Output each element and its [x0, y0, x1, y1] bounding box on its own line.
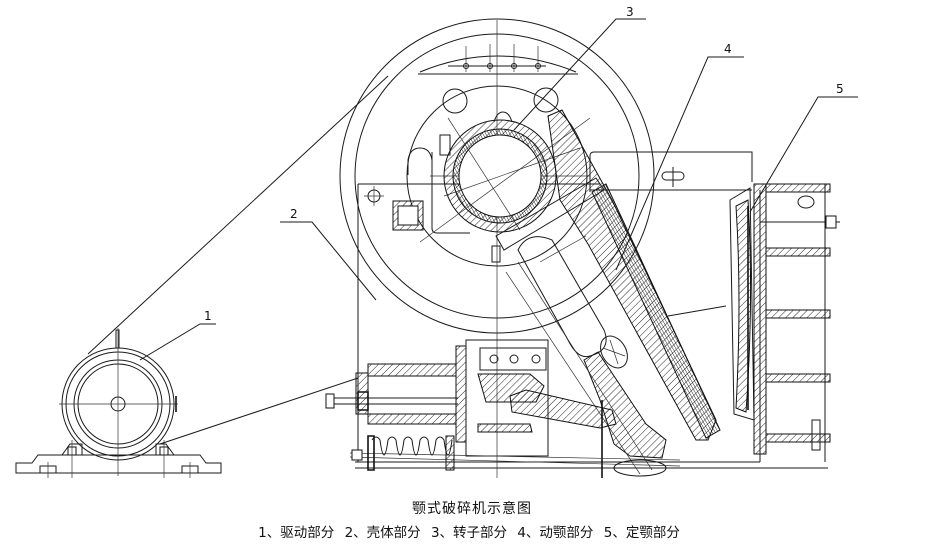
toggle-block-plate	[456, 346, 466, 442]
leader-line-3	[514, 19, 646, 130]
tension-spring	[352, 436, 454, 470]
leader-line-2	[280, 222, 376, 300]
stiffener-rib	[766, 184, 830, 192]
shim-bolt	[532, 355, 540, 363]
wedge-bolt-nut	[826, 216, 836, 228]
eccentric-hole-right	[534, 88, 558, 112]
top-lug	[494, 112, 512, 122]
jaw-guide-line	[518, 262, 652, 470]
adjust-rod-head	[326, 394, 334, 408]
callout-2: 2	[280, 207, 376, 300]
stiffener-rib	[766, 434, 830, 442]
flywheel	[340, 19, 654, 478]
callout-number-1: 1	[204, 309, 212, 323]
adjust-bolt	[440, 135, 450, 155]
motor-eyebolt	[116, 330, 119, 348]
eccentric-hole-left	[443, 89, 467, 113]
toggle-seat-upper	[368, 364, 456, 376]
bearing-cap-left	[408, 148, 432, 175]
flywheel-counterweight-arc	[420, 56, 576, 72]
figure-legend: 1、驱动部分 2、壳体部分 3、转子部分 4、动颚部分 5、定颚部分	[0, 521, 944, 541]
legend-item-drive: 1、驱动部分	[258, 525, 335, 541]
callout-4: 4	[616, 42, 744, 270]
bolt-head	[464, 64, 469, 69]
rotor-assembly	[420, 112, 590, 242]
callout-number-3: 3	[626, 5, 634, 19]
toggle-plate	[510, 390, 616, 428]
belt-upper	[88, 76, 388, 354]
callout-5: 5	[750, 82, 858, 212]
callout-number-5: 5	[836, 82, 844, 96]
tension-rod-line	[350, 457, 680, 466]
legend-item-housing: 2、壳体部分	[344, 525, 421, 541]
jaw-guide-line	[506, 272, 640, 474]
toggle-seat-block-lower	[478, 424, 532, 432]
jaw-tie-bar	[496, 178, 604, 250]
toggle-mechanism	[326, 340, 680, 478]
slot-axis	[540, 236, 586, 262]
jaw-lightening-slot	[518, 237, 606, 357]
side-liner-bolt	[668, 306, 726, 316]
stiffener-rib	[766, 310, 830, 318]
square-tube-inner	[398, 206, 418, 225]
fixed-jaw-back-wall	[754, 184, 766, 454]
figure-title: 颚式破碎机示意图	[412, 501, 532, 517]
shim-bolt	[490, 355, 498, 363]
stiffener-ribs	[766, 184, 830, 442]
stiffener-rib	[766, 248, 830, 256]
toggle-seat-hole	[595, 331, 633, 372]
motor-foot-left	[62, 444, 82, 455]
stiffener-rib	[766, 374, 830, 382]
toggle-seat-lower	[368, 414, 456, 424]
spring-seat-left	[368, 436, 374, 470]
frame-top-cover	[590, 152, 752, 192]
toggle-bottom-link	[614, 460, 666, 476]
adjust-nut	[358, 392, 368, 410]
toggle-block	[584, 352, 666, 458]
swing-jaw-assembly	[492, 110, 720, 474]
leader-line-5	[750, 97, 858, 212]
motor-assembly	[16, 328, 221, 478]
fixed-jaw-assembly	[668, 184, 840, 462]
tension-rod-line	[350, 453, 680, 460]
legend-item-swing-jaw: 4、动颚部分	[517, 525, 594, 541]
leader-line-4	[616, 57, 744, 270]
bearing-housing-outline	[432, 152, 470, 233]
spring-nut	[352, 450, 362, 460]
legend-item-rotor: 3、转子部分	[430, 525, 508, 541]
shim-bolt	[510, 355, 518, 363]
counterweight-bolts	[464, 44, 541, 72]
tie-rod-bolt	[492, 246, 500, 262]
callout-number-2: 2	[290, 207, 298, 221]
callout-1: 1	[140, 309, 216, 360]
callout-3: 3	[514, 5, 646, 130]
drain-bolt	[812, 420, 820, 450]
legend-item-fixed-jaw: 5、定颚部分	[603, 525, 680, 541]
spring-seat-right	[446, 436, 454, 470]
bolt-head	[536, 64, 541, 69]
v-belt	[88, 76, 388, 444]
shim-block	[480, 348, 546, 370]
wedge-bolt-head	[798, 196, 814, 208]
spring-coils	[372, 437, 452, 455]
belt-lower	[160, 378, 358, 444]
fixed-jaw-plate	[736, 200, 751, 412]
motor-base	[16, 455, 221, 473]
bolt-head	[512, 64, 517, 69]
callout-number-4: 4	[724, 42, 732, 56]
hole-axis	[610, 340, 618, 364]
leader-line-1	[140, 324, 216, 360]
shaft-diagonal	[448, 118, 520, 230]
bolt-head	[488, 64, 493, 69]
